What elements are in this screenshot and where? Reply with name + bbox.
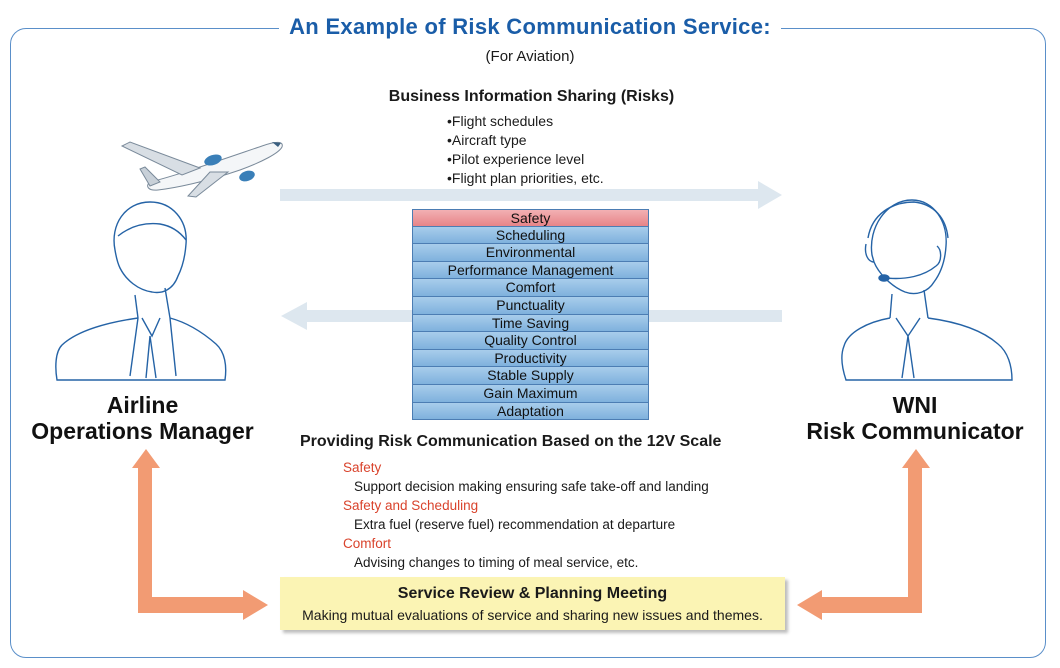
scale-row-quality-control: Quality Control bbox=[412, 332, 649, 350]
info-item: Aircraft type bbox=[447, 131, 604, 150]
scale-row-punctuality: Punctuality bbox=[412, 296, 649, 315]
info-sharing-list: Flight schedules Aircraft type Pilot exp… bbox=[447, 112, 604, 188]
risk-communicator-line2: Risk Communicator bbox=[806, 418, 1024, 444]
scale-row-safety: Safety bbox=[412, 209, 649, 227]
providing-category: Safety and Scheduling bbox=[343, 498, 479, 513]
providing-description: Extra fuel (reserve fuel) recommendation… bbox=[354, 517, 676, 532]
diagram-subtitle: (For Aviation) bbox=[485, 48, 575, 65]
scale-row-comfort: Comfort bbox=[412, 279, 649, 297]
diagram-title: An Example of Risk Communication Service… bbox=[0, 14, 1060, 40]
scale-row-adaptation: Adaptation bbox=[412, 402, 649, 421]
providing-category: Comfort bbox=[343, 536, 392, 551]
service-review-meeting-box: Service Review & Planning Meeting Making… bbox=[280, 577, 785, 630]
scale-row-stable-supply: Stable Supply bbox=[412, 367, 649, 385]
scale-row-productivity: Productivity bbox=[412, 349, 649, 368]
info-item: Pilot experience level bbox=[447, 150, 604, 169]
operations-manager-line2: Operations Manager bbox=[31, 418, 254, 444]
info-item: Flight schedules bbox=[447, 112, 604, 131]
providing-description: Advising changes to timing of meal servi… bbox=[354, 555, 639, 570]
meeting-title: Service Review & Planning Meeting bbox=[397, 585, 668, 602]
info-sharing-heading: Business Information Sharing (Risks) bbox=[388, 88, 675, 105]
operations-manager-line1: Airline bbox=[106, 392, 179, 418]
providing-category: Safety bbox=[343, 460, 382, 475]
operations-manager-label: Airline Operations Manager bbox=[0, 392, 285, 444]
scale-row-scheduling: Scheduling bbox=[412, 226, 649, 245]
providing-heading: Providing Risk Communication Based on th… bbox=[300, 433, 722, 450]
12v-scale-table: Safety Scheduling Environmental Performa… bbox=[412, 209, 649, 421]
scale-row-gain-maximum: Gain Maximum bbox=[412, 384, 649, 403]
risk-communicator-line1: WNI bbox=[892, 392, 938, 418]
providing-list: Safety Support decision making ensuring … bbox=[343, 458, 709, 572]
providing-description: Support decision making ensuring safe ta… bbox=[354, 479, 709, 494]
info-item: Flight plan priorities, etc. bbox=[447, 169, 604, 188]
risk-communicator-label: WNI Risk Communicator bbox=[780, 392, 1050, 444]
meeting-description: Making mutual evaluations of service and… bbox=[302, 607, 763, 623]
scale-row-time-saving: Time Saving bbox=[412, 314, 649, 333]
scale-row-environmental: Environmental bbox=[412, 244, 649, 262]
scale-row-performance-management: Performance Management bbox=[412, 261, 649, 280]
